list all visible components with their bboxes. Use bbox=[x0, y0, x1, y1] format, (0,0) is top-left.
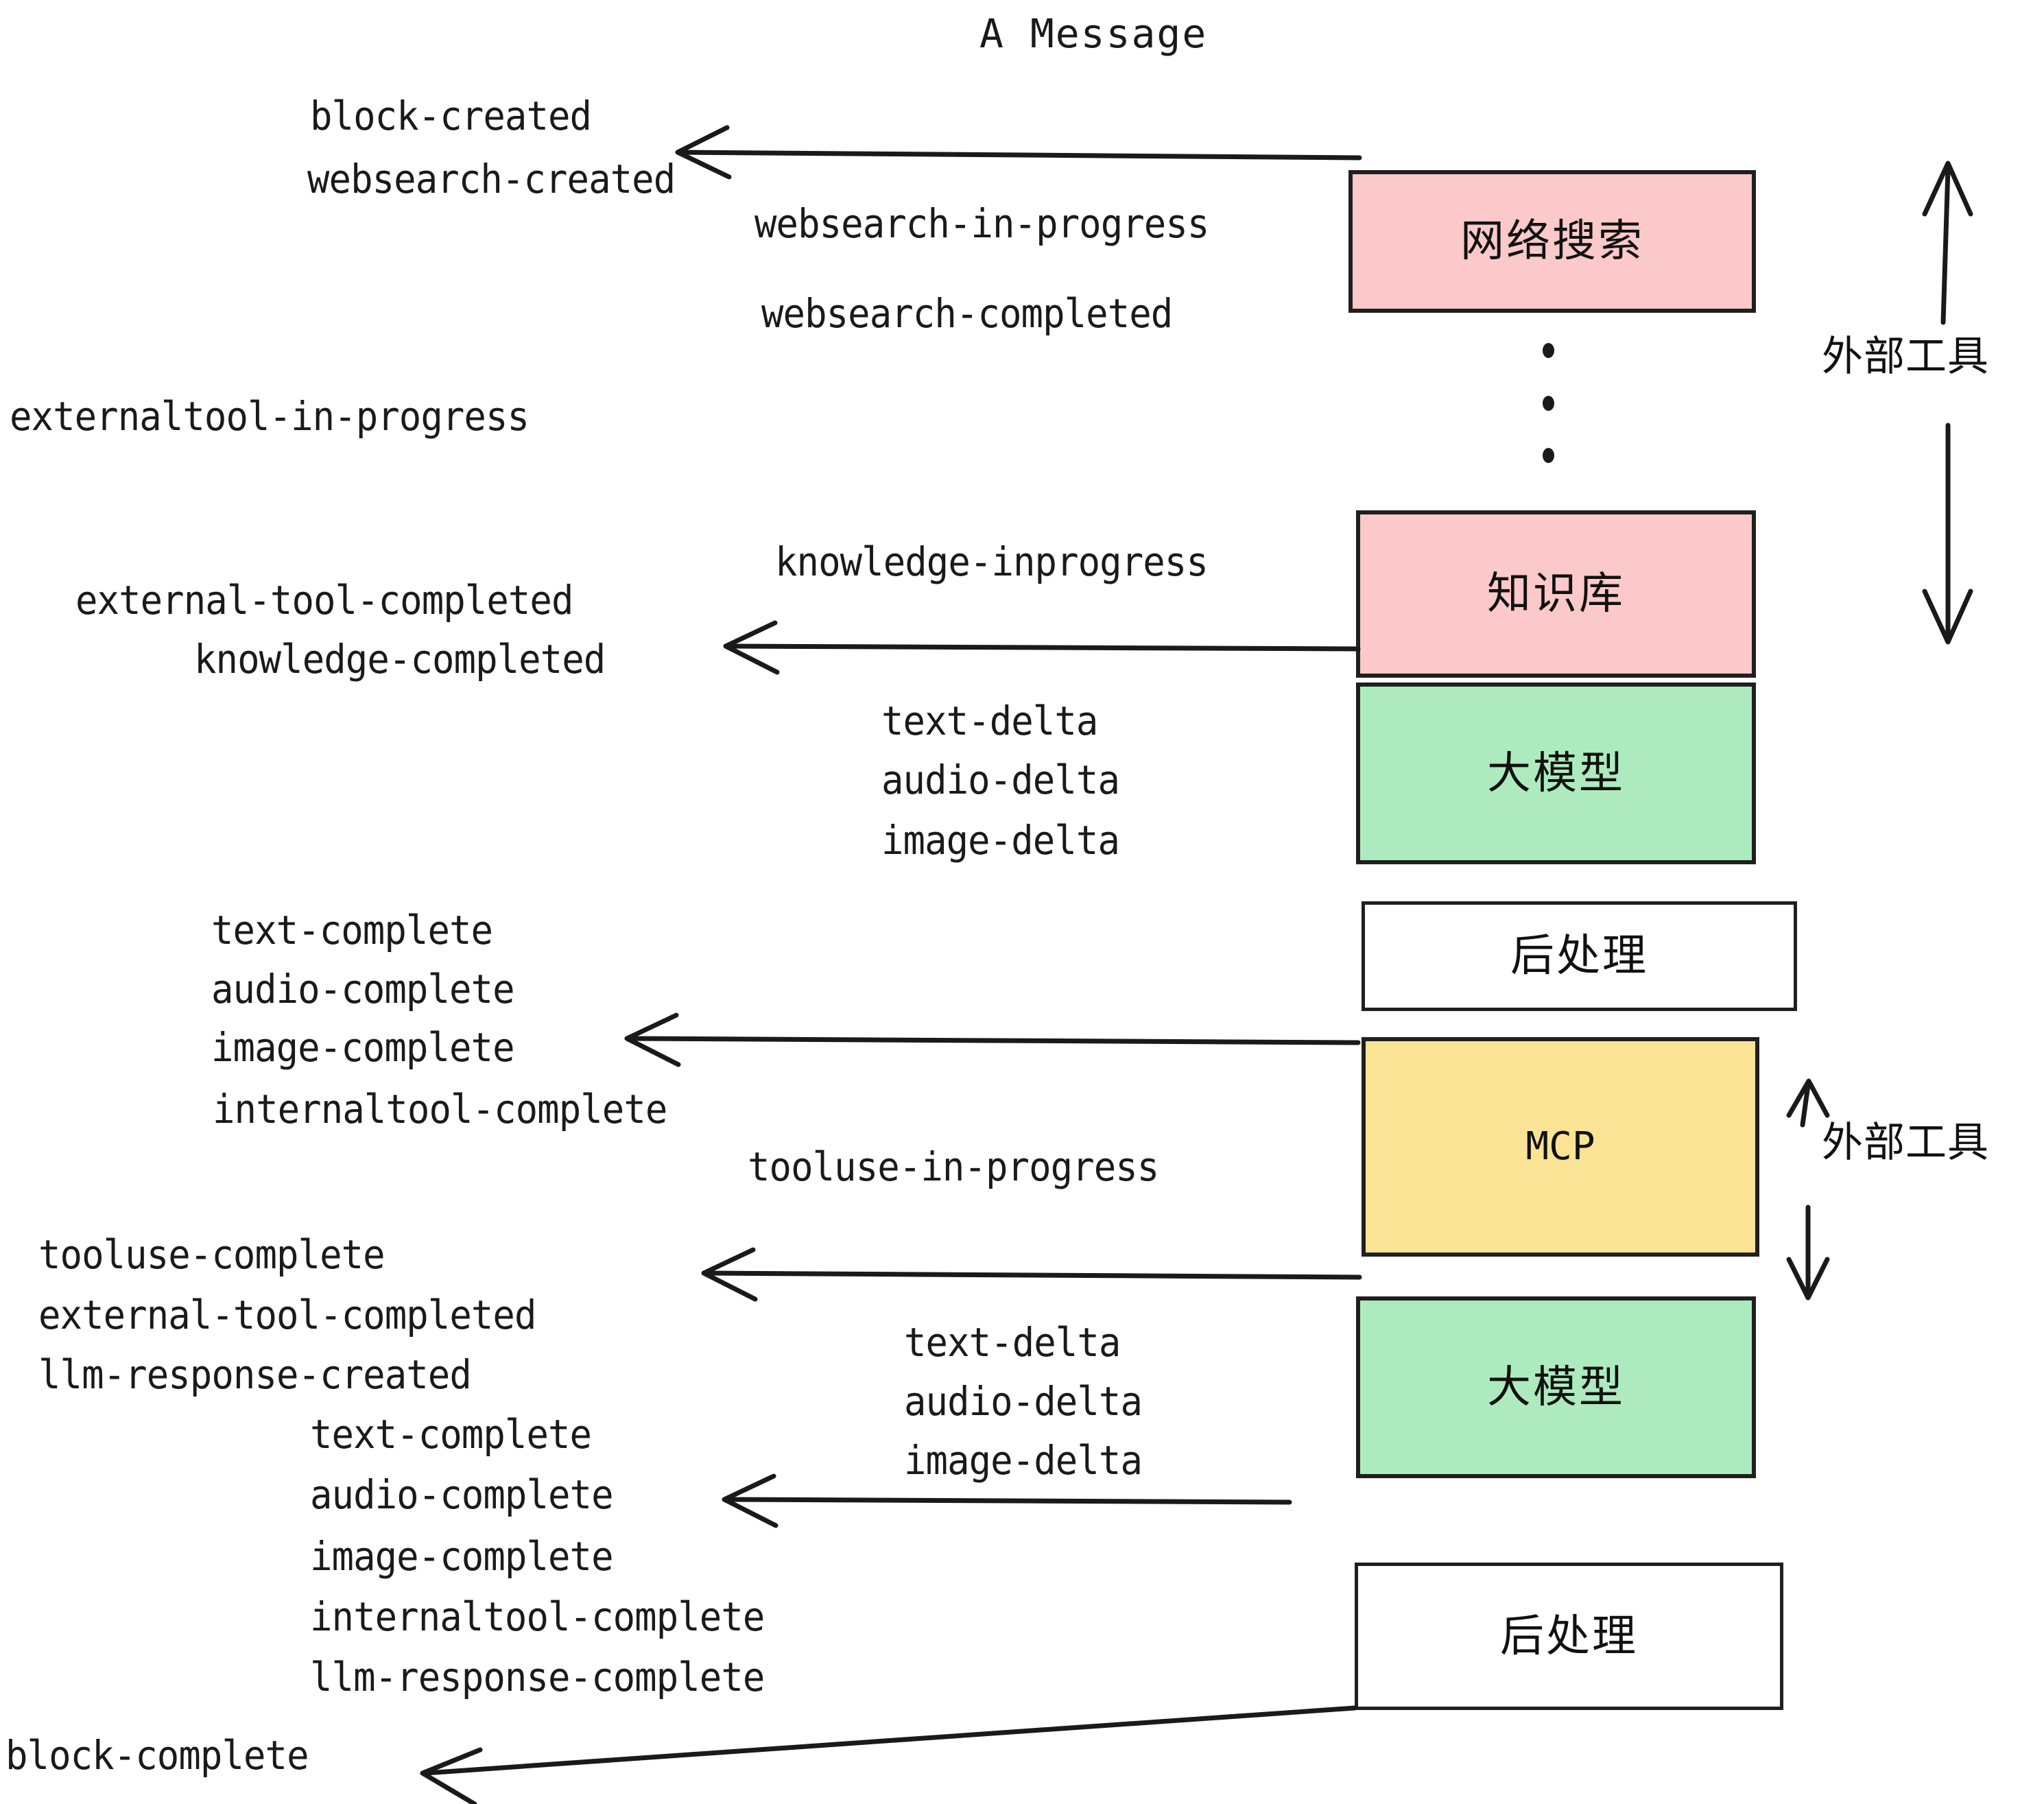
arrowhead-postprocess2-to-left bbox=[420, 1747, 483, 1804]
node-mcp[interactable]: MCP bbox=[1362, 1037, 1759, 1257]
arrow-llm2-to-left bbox=[724, 1497, 1292, 1505]
node-postprocess-1[interactable]: 后处理 bbox=[1362, 901, 1797, 1011]
event-label-image-complete-1: image-complete bbox=[211, 1024, 515, 1071]
event-label-block-complete: block-complete bbox=[5, 1732, 309, 1779]
event-label-audio-delta-1: audio-delta bbox=[881, 757, 1120, 803]
event-label-websearch-in-progress: websearch-in-progress bbox=[754, 200, 1209, 247]
event-label-externaltool-in-progress: externaltool-in-progress bbox=[10, 393, 530, 440]
event-label-tooluse-in-progress: tooluse-in-progress bbox=[748, 1143, 1159, 1190]
node-llm-2[interactable]: 大模型 bbox=[1356, 1296, 1756, 1478]
event-label-text-delta-1: text-delta bbox=[881, 698, 1098, 744]
event-label-image-delta-2: image-delta bbox=[904, 1437, 1143, 1484]
event-label-internaltool-complete-1: internaltool-complete bbox=[213, 1086, 667, 1132]
event-label-audio-delta-2: audio-delta bbox=[904, 1378, 1143, 1425]
node-knowledgebase-label: 知识库 bbox=[1487, 569, 1625, 619]
node-postprocess-2-label: 后处理 bbox=[1500, 1611, 1638, 1662]
arrow-websearch-to-left bbox=[678, 150, 1362, 161]
node-mcp-label: MCP bbox=[1525, 1124, 1595, 1169]
event-label-llm-response-created: llm-response-created bbox=[38, 1351, 472, 1398]
event-label-knowledge-inprogress: knowledge-inprogress bbox=[775, 538, 1209, 585]
arrowhead-mcp-to-left bbox=[701, 1247, 758, 1302]
node-postprocess-2[interactable]: 后处理 bbox=[1355, 1563, 1783, 1710]
arrow-external-tool-up-bottom bbox=[1800, 1082, 1811, 1128]
arrowhead-llm2-to-left bbox=[722, 1473, 779, 1528]
node-llm-2-label: 大模型 bbox=[1487, 1362, 1625, 1413]
event-label-image-complete-2: image-complete bbox=[310, 1533, 614, 1580]
event-label-llm-response-complete: llm-response-complete bbox=[310, 1654, 765, 1700]
event-label-audio-complete-1: audio-complete bbox=[211, 966, 515, 1012]
arrow-postprocess2-to-left bbox=[423, 1705, 1357, 1776]
arrowhead-websearch-to-left bbox=[675, 125, 732, 180]
event-label-audio-complete-2: audio-complete bbox=[310, 1471, 614, 1518]
side-label-external-tool-bottom: 外部工具 bbox=[1822, 1119, 1989, 1167]
node-knowledgebase[interactable]: 知识库 bbox=[1356, 510, 1756, 678]
arrow-mcp-to-left bbox=[704, 1270, 1362, 1280]
event-label-websearch-completed: websearch-completed bbox=[761, 290, 1173, 337]
event-label-tooluse-complete: tooluse-complete bbox=[38, 1231, 385, 1278]
node-llm-1-label: 大模型 bbox=[1487, 748, 1625, 799]
event-label-external-tool-completed-1: external-tool-completed bbox=[75, 577, 573, 624]
arrowhead-external-tool-up-top bbox=[1922, 161, 1973, 217]
event-label-external-tool-completed-2: external-tool-completed bbox=[38, 1292, 536, 1338]
arrowhead-knowledge-to-left bbox=[723, 620, 780, 675]
event-label-text-complete-2: text-complete bbox=[310, 1411, 592, 1458]
arrow-postprocess1-to-left bbox=[627, 1036, 1361, 1045]
arrow-knowledge-to-left bbox=[726, 643, 1361, 652]
event-label-knowledge-completed: knowledge-completed bbox=[194, 636, 606, 683]
arrow-external-tool-up-top bbox=[1940, 166, 1951, 325]
side-label-external-tool-top: 外部工具 bbox=[1822, 333, 1989, 381]
event-label-image-delta-1: image-delta bbox=[881, 817, 1120, 864]
arrowhead-external-tool-down-top bbox=[1922, 589, 1973, 645]
node-postprocess-1-label: 后处理 bbox=[1510, 931, 1648, 982]
event-label-block-created: block-created bbox=[310, 93, 592, 139]
vertical-ellipsis bbox=[1541, 343, 1555, 463]
event-label-internaltool-complete-2: internaltool-complete bbox=[310, 1593, 765, 1640]
node-websearch[interactable]: 网络搜索 bbox=[1348, 170, 1756, 313]
page-title: A Message bbox=[979, 10, 1208, 57]
event-label-text-complete-1: text-complete bbox=[211, 907, 493, 953]
arrowhead-external-tool-down-bottom bbox=[1786, 1257, 1830, 1301]
node-websearch-label: 网络搜索 bbox=[1460, 216, 1644, 267]
node-llm-1[interactable]: 大模型 bbox=[1356, 683, 1756, 864]
arrowhead-external-tool-up-bottom bbox=[1786, 1078, 1830, 1118]
event-label-text-delta-2: text-delta bbox=[904, 1319, 1121, 1366]
arrowhead-postprocess1-to-left bbox=[624, 1012, 681, 1067]
event-label-websearch-created: websearch-created bbox=[307, 156, 676, 202]
